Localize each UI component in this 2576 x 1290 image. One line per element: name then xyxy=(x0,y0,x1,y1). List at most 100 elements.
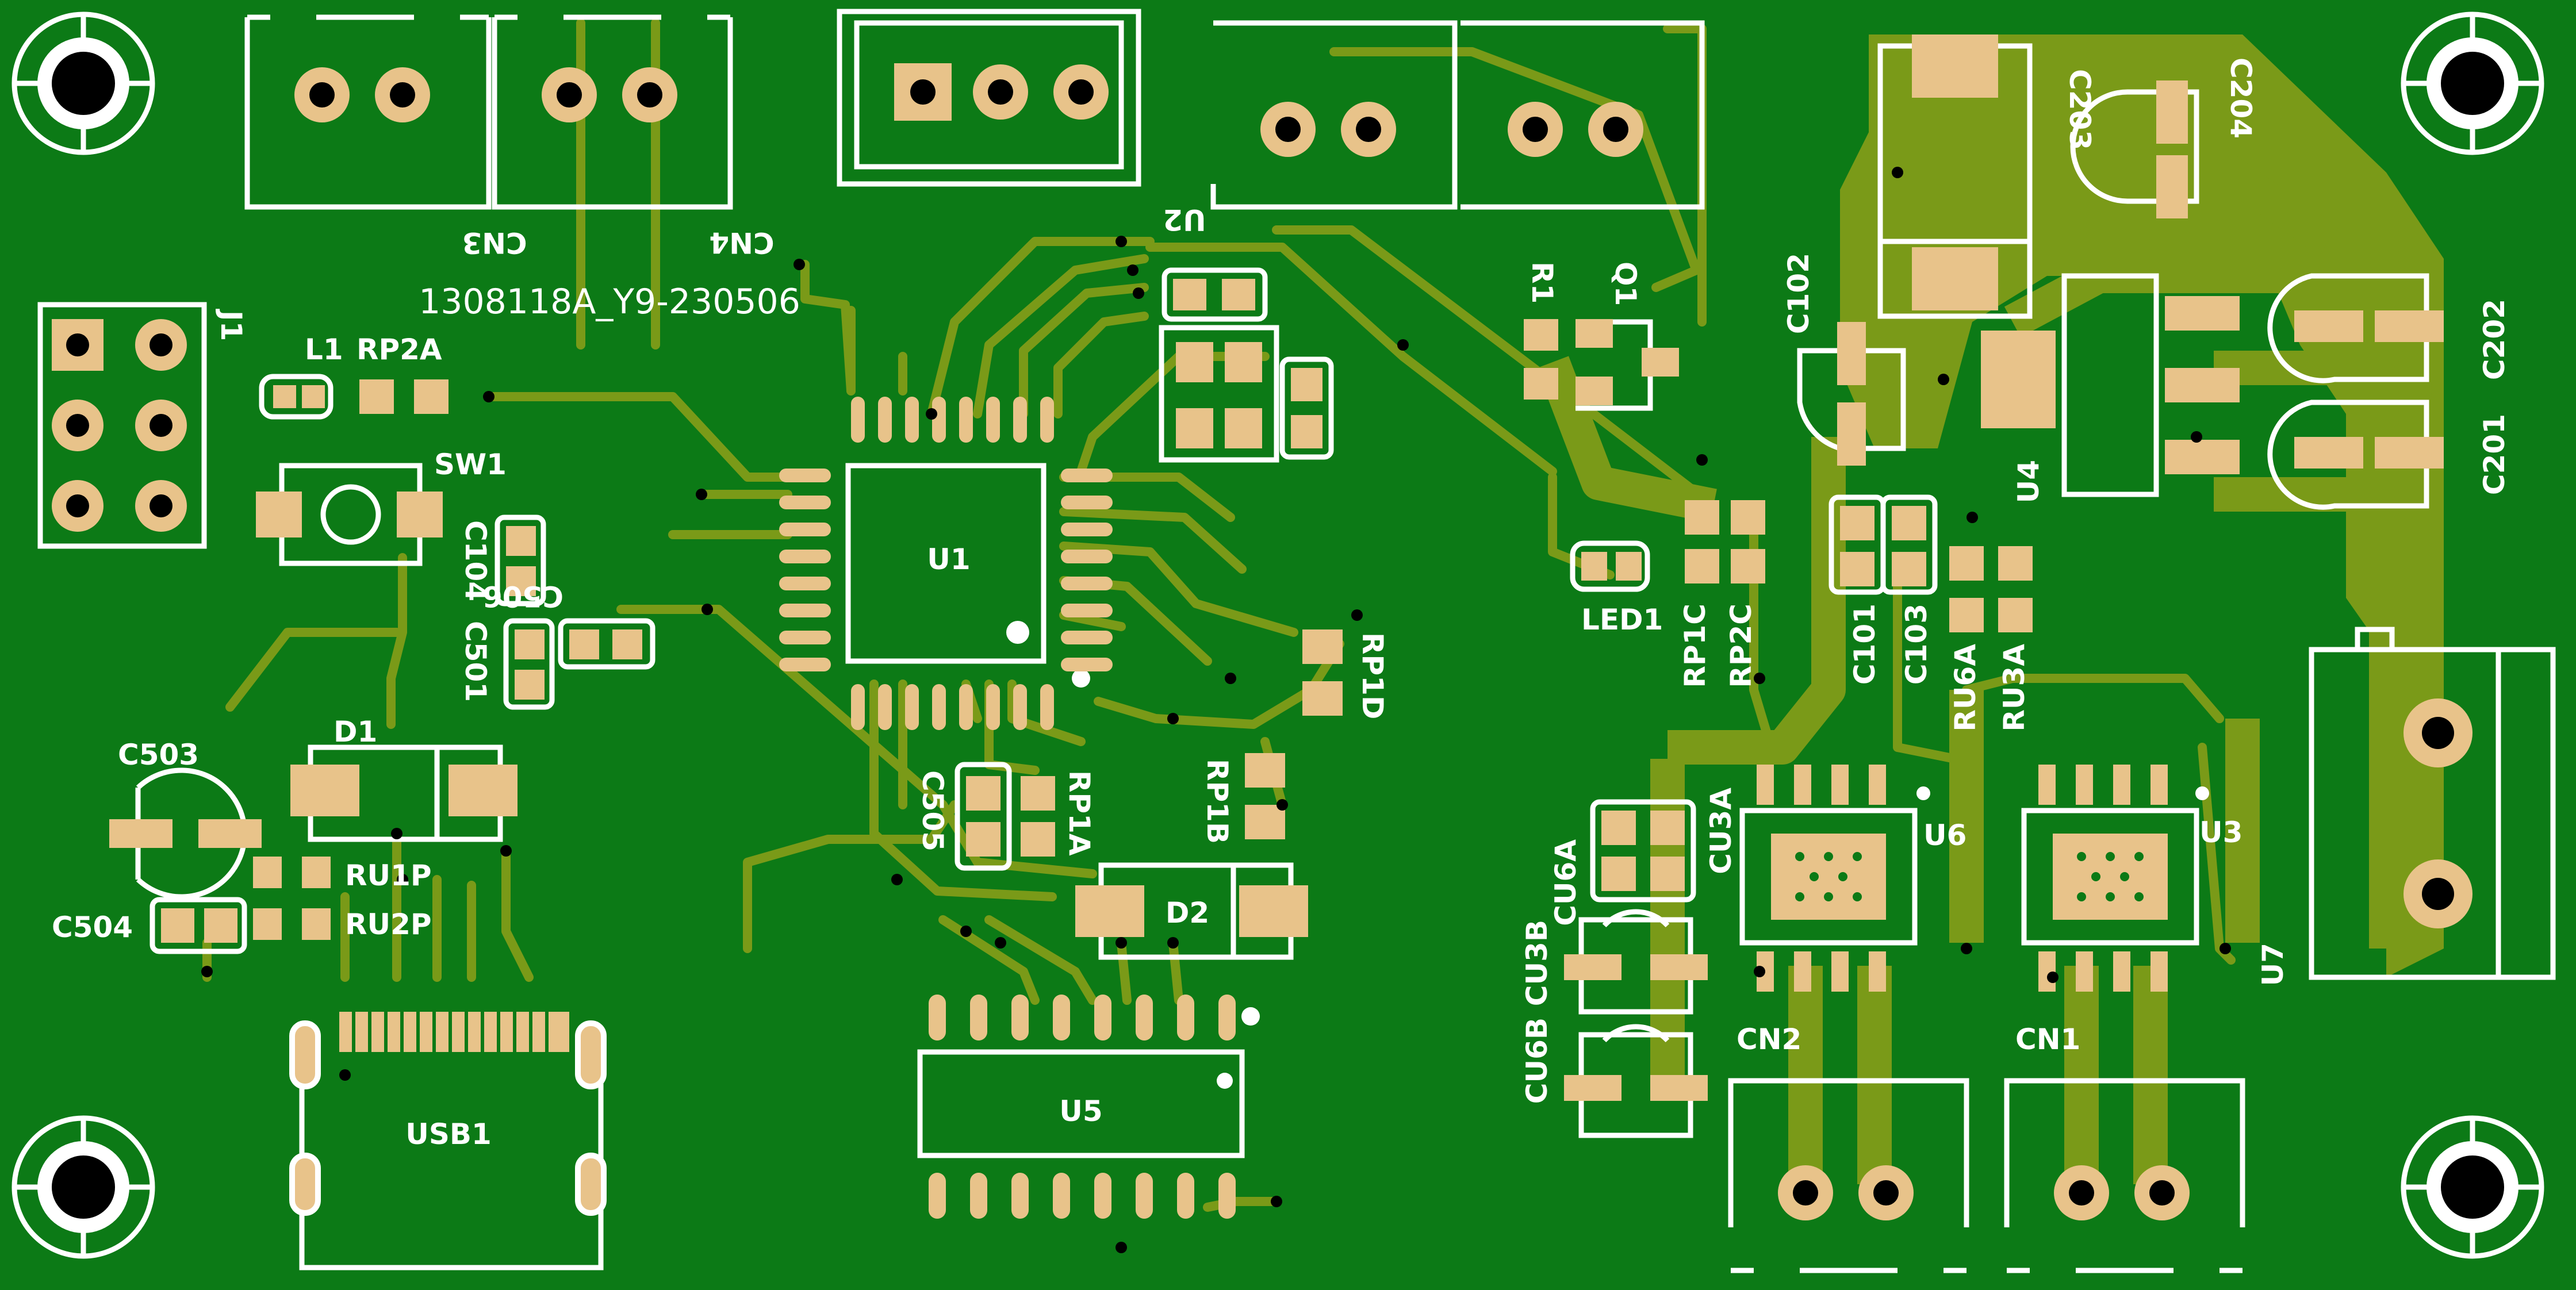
connector-cn1 xyxy=(2004,1078,2245,1273)
label-c102: C102 xyxy=(1782,253,1815,334)
capacitor-near-crystal-top xyxy=(1162,267,1268,322)
label-c101: C101 xyxy=(1848,604,1881,685)
resistor-ru2p xyxy=(253,908,331,940)
label-c506: C506 xyxy=(482,579,564,613)
resistor-r1 xyxy=(1524,319,1558,400)
label-cu3a: CU3A xyxy=(1704,788,1738,874)
resistor-ru1p xyxy=(253,857,331,888)
mount-hole-top-left xyxy=(12,11,155,155)
mount-hole-top-right xyxy=(2401,11,2544,155)
label-cu3b: CU3B xyxy=(1520,920,1554,1006)
label-ru6a: RU6A xyxy=(1949,644,1982,732)
label-rp2c: RP2C xyxy=(1724,604,1758,688)
label-c505: C505 xyxy=(916,770,949,851)
label-rp1b: RP1B xyxy=(1201,759,1234,844)
capacitor-cu6b xyxy=(1564,1024,1708,1138)
capacitor-c202 xyxy=(2267,273,2444,383)
led-led1 xyxy=(1570,540,1650,592)
label-rp1c: RP1C xyxy=(1678,604,1712,688)
capacitor-c201 xyxy=(2267,400,2444,510)
label-d1: D1 xyxy=(334,715,377,748)
label-r1: R1 xyxy=(1525,262,1559,304)
ic-u1 xyxy=(779,397,1113,730)
capacitor-c503 xyxy=(109,767,262,900)
ic-u5 xyxy=(917,995,1260,1219)
label-cu6a: CU6A xyxy=(1549,839,1582,926)
resistor-rp1a xyxy=(1021,776,1055,857)
label-c204: C204 xyxy=(2224,57,2257,139)
label-u1: U1 xyxy=(927,543,970,576)
label-rp1a: RP1A xyxy=(1063,770,1096,856)
label-sw1: SW1 xyxy=(434,448,507,481)
resistor-ru6a xyxy=(1949,546,1984,632)
label-c504: C504 xyxy=(52,911,133,944)
capacitor-c203 xyxy=(1877,34,2033,319)
resistor-rp1d xyxy=(1302,629,1343,716)
mounting-holes xyxy=(12,11,2544,1259)
label-l1: L1 xyxy=(305,333,343,366)
label-cn4: CN4 xyxy=(709,226,774,259)
crystal-x1 xyxy=(1159,325,1279,463)
ic-u4 xyxy=(1981,273,2240,497)
mount-hole-bottom-left xyxy=(12,1115,155,1259)
capacitor-cu3b xyxy=(1564,909,1708,1015)
label-j1: J1 xyxy=(214,309,248,341)
capacitor-c504 xyxy=(150,897,247,954)
capacitor-near-crystal-right xyxy=(1279,356,1334,460)
label-board-title: 1308118A_Y9-230506 xyxy=(419,282,800,322)
connector-usb1 xyxy=(289,1012,607,1270)
label-u4: U4 xyxy=(2012,460,2045,503)
capacitor-c204 xyxy=(2070,80,2199,218)
resistor-ru3a xyxy=(1998,546,2033,632)
label-usb1: USB1 xyxy=(405,1118,492,1151)
label-ru3a: RU3A xyxy=(1998,644,2031,732)
label-rp2a: RP2A xyxy=(356,333,442,366)
label-q1: Q1 xyxy=(1609,262,1642,306)
label-ru1p: RU1P xyxy=(345,859,432,892)
resistor-rp2c xyxy=(1731,500,1765,583)
label-ru2p: RU2P xyxy=(345,908,432,941)
label-u7: U7 xyxy=(2256,943,2290,986)
label-cn2: CN2 xyxy=(1736,1023,1801,1056)
connector-top-pair-left xyxy=(1210,20,1458,210)
vias xyxy=(201,167,2231,1253)
capacitor-c501 xyxy=(503,618,555,710)
connector-top-pair-right xyxy=(1460,20,1705,210)
diode-d2 xyxy=(1075,862,1308,960)
transistor-q1 xyxy=(1575,319,1679,411)
label-d2: D2 xyxy=(1166,896,1209,930)
connector-u7 xyxy=(2309,627,2556,980)
resistor-rp2a xyxy=(359,379,448,414)
diode-d1 xyxy=(290,744,518,842)
label-c201: C201 xyxy=(2478,414,2511,495)
label-cu6b: CU6B xyxy=(1520,1018,1554,1104)
label-u5: U5 xyxy=(1059,1095,1102,1128)
connector-cn3 xyxy=(244,14,492,210)
label-c503: C503 xyxy=(118,738,199,771)
label-u3: U3 xyxy=(2199,816,2242,849)
label-u6: U6 xyxy=(1923,819,1966,852)
ic-u6 xyxy=(1739,765,1930,992)
inductor-l1 xyxy=(259,374,334,420)
capacitor-c506 xyxy=(558,618,656,670)
resistor-rp1c xyxy=(1685,500,1719,583)
label-c202: C202 xyxy=(2478,299,2511,380)
capacitor-c104 xyxy=(494,515,546,606)
label-c203: C203 xyxy=(2063,69,2096,150)
resistor-rp1b xyxy=(1245,753,1285,839)
label-cn3: CN3 xyxy=(462,226,527,259)
label-c501: C501 xyxy=(459,621,492,702)
switch-sw1 xyxy=(256,463,443,566)
silk-labels: CN3 CN4 U2 1308118A_Y9-230506 J1 L1 RP2A… xyxy=(52,57,2511,1151)
label-u2: U2 xyxy=(1163,203,1206,236)
mount-hole-bottom-right xyxy=(2401,1115,2544,1259)
connector-cn4 xyxy=(492,14,733,210)
capacitor-cu3a xyxy=(1590,799,1696,903)
capacitor-c103 xyxy=(1880,494,1938,595)
label-c104: C104 xyxy=(459,520,492,601)
connector-u2 xyxy=(837,9,1141,187)
label-c103: C103 xyxy=(1900,604,1933,685)
capacitor-c505 xyxy=(954,762,1012,871)
